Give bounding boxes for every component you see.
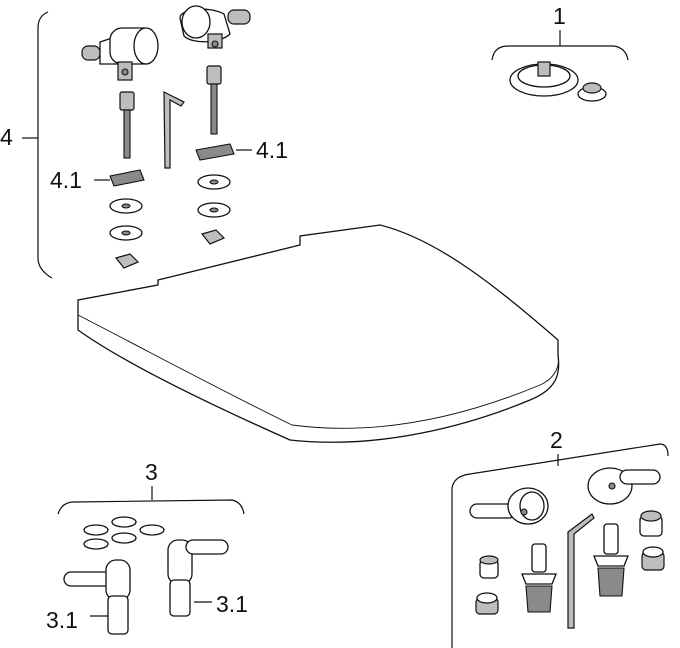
expansion-anchor-left [521,543,557,613]
sleeve-small-right-top [639,510,663,537]
washer-stack-right [197,174,231,245]
buffer-disc [509,61,579,97]
washer-stack-left [109,198,143,269]
group-3-bracket [57,486,245,515]
group-4-bracket [22,11,53,279]
group-1-bracket [491,30,629,61]
hinge-cylinder-left [81,27,159,81]
group-2-bracket [451,443,669,648]
group-4-label: 4 [0,124,13,150]
hex-key-tool [163,91,185,169]
expansion-anchor-right [593,523,629,597]
nut-small-left [475,592,499,615]
hinge-cylinder-b [587,467,661,505]
clamp-plate-right [195,143,235,161]
hex-key-tool-2 [567,513,595,629]
hinge-cylinder-right [179,5,251,49]
part-4-1-left-label: 4.1 [50,167,82,193]
sleeve-small-left [479,555,499,579]
hinge-post-left [63,559,131,635]
part-4-1-right-label: 4.1 [256,137,288,163]
seat-lid [77,224,560,443]
washer-set [83,516,165,550]
part-3-1-right-label: 3.1 [216,591,248,617]
hinge-cylinder-a [469,487,549,525]
group-2-label: 2 [550,427,563,453]
hinge-post-right [167,539,229,617]
part-3-1-left-label: 3.1 [46,607,78,633]
threaded-bolt-right [206,65,222,135]
group-1-label: 1 [553,3,566,29]
buffer-nut [577,82,607,102]
group-3-label: 3 [145,459,158,485]
sleeve-small-right-bottom [641,546,665,571]
clamp-plate-left [109,169,145,187]
threaded-bolt-left [119,91,135,159]
